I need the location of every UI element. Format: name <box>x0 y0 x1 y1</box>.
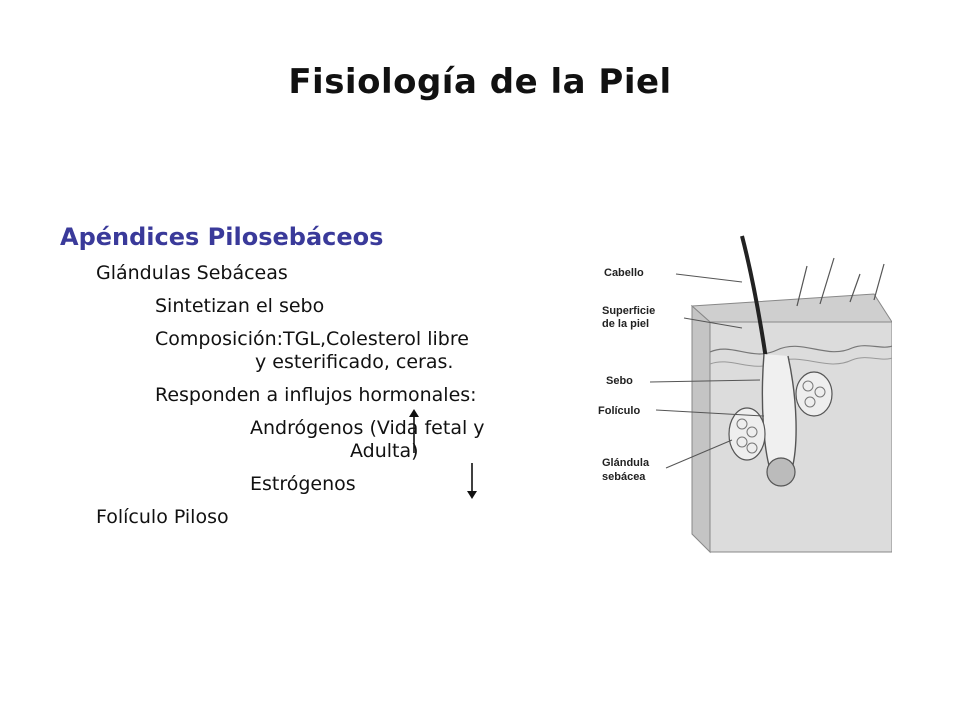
skin-block-top <box>690 293 892 323</box>
bullet-glandulas-sebaceas: Glándulas Sebáceas <box>96 262 288 284</box>
bullet-composicion: Composición:TGL,Colesterol libre y ester… <box>155 328 580 374</box>
epidermis-line-2 <box>709 357 892 367</box>
surface-hair <box>873 263 885 301</box>
label-sebo: Sebo <box>606 375 633 387</box>
slide-title: Fisiología de la Piel <box>288 62 672 102</box>
skin-block-side <box>691 304 711 554</box>
leader-sebo <box>649 379 761 383</box>
leader-cabello <box>675 273 743 283</box>
bullet-foliculo-piloso: Folículo Piloso <box>96 506 229 528</box>
estrogenos-label: Estrógenos <box>250 473 356 495</box>
leader-glandula <box>665 439 733 469</box>
epidermis-line <box>709 345 892 355</box>
label-superficie-2: de la piel <box>602 318 649 330</box>
content-block: Apéndices Pilosebáceos Glándulas Sebácea… <box>60 222 580 539</box>
sebaceous-gland-left <box>728 407 766 461</box>
label-superficie-1: Superficie <box>602 305 655 317</box>
androgenos-line-2: Adulta) <box>350 440 419 462</box>
leader-foliculo <box>655 409 765 417</box>
label-glandula-1: Glándula <box>602 457 650 469</box>
leader-superficie <box>683 317 743 329</box>
surface-hair <box>796 265 808 307</box>
composicion-line-1: Composición:TGL,Colesterol libre <box>155 328 469 350</box>
bullet-estrogenos: Estrógenos <box>250 463 580 499</box>
bullet-androgenos: Andrógenos (Vida fetal y Adulta) <box>250 409 580 463</box>
surface-hair <box>849 273 861 303</box>
hair-bulb <box>766 457 796 487</box>
up-arrow-icon <box>409 409 419 453</box>
bullet-sintetizan: Sintetizan el sebo <box>155 295 325 317</box>
composicion-line-2: y esterificado, ceras. <box>255 351 454 373</box>
bullet-responden: Responden a influjos hormonales: <box>155 384 477 406</box>
down-arrow-icon <box>467 463 477 499</box>
skin-diagram: Cabello Superficie de la piel Sebo Folíc… <box>598 235 892 554</box>
label-glandula-2: sebácea <box>602 471 646 483</box>
label-cabello: Cabello <box>604 267 644 279</box>
sebaceous-gland-right <box>795 371 833 417</box>
label-foliculo: Folículo <box>598 405 640 417</box>
section-heading: Apéndices Pilosebáceos <box>60 223 384 251</box>
surface-hair <box>819 257 835 305</box>
androgenos-line-1: Andrógenos (Vida fetal y <box>250 417 485 439</box>
